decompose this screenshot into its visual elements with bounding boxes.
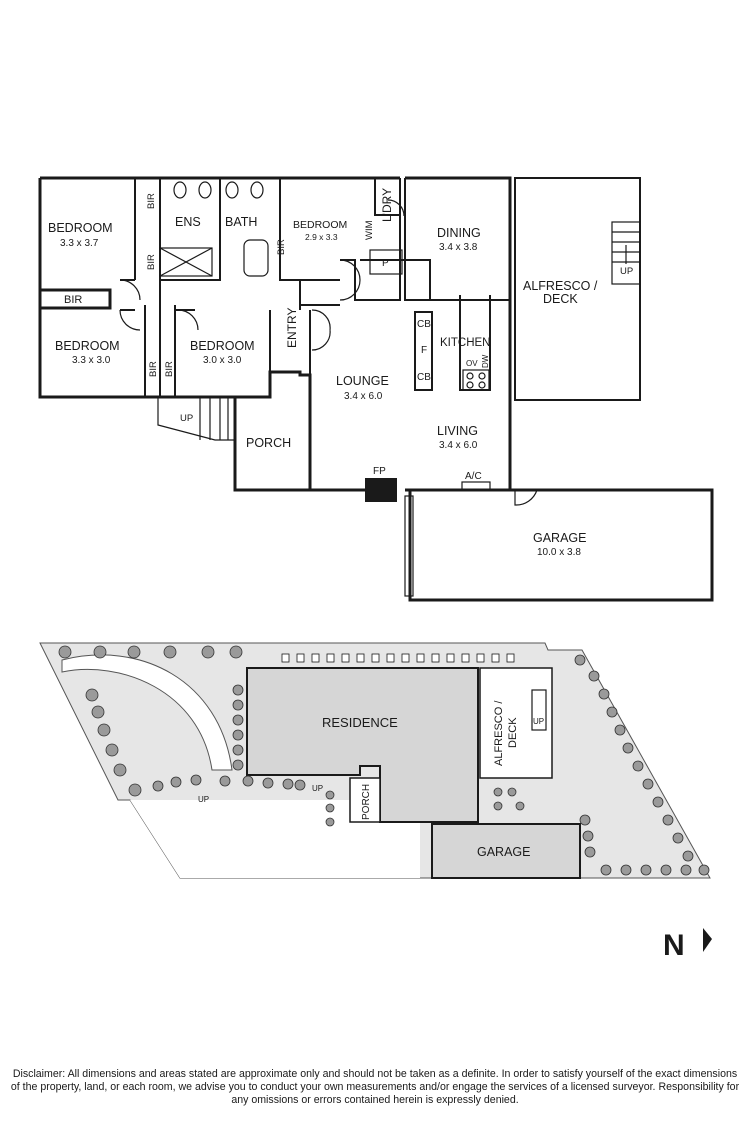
interior-walls <box>120 178 510 397</box>
lounge-label: LOUNGE <box>336 374 389 388</box>
garage-door <box>404 495 414 597</box>
alfresco-label: ALFRESCO / <box>523 279 598 293</box>
ov-label: OV <box>466 359 478 368</box>
ldry-label: L'DRY <box>380 188 394 222</box>
site-alfresco-label: ALFRESCO / <box>493 700 505 766</box>
driveway <box>61 654 233 771</box>
bedroom-1-size: 3.3 x 3.7 <box>60 238 99 249</box>
ens-label: ENS <box>175 215 201 229</box>
ensuite-fixtures <box>159 181 269 277</box>
cb-label-1: CB <box>417 319 431 330</box>
bir-label-5: BIR <box>148 361 159 377</box>
site-up-label-2: UP <box>312 784 323 793</box>
cooktop-icon <box>462 369 490 391</box>
deck-label: DECK <box>543 292 578 306</box>
cb-label-2: CB <box>417 372 431 383</box>
bedroom-1-label: BEDROOM <box>48 221 113 235</box>
paving-row <box>281 653 515 663</box>
alfresco-deck-outline <box>514 177 641 401</box>
north-label: N <box>663 929 685 962</box>
entry-up-label: UP <box>180 413 193 424</box>
entry-label: ENTRY <box>285 308 299 348</box>
lounge-size: 3.4 x 6.0 <box>344 391 383 402</box>
porch-label: PORCH <box>246 436 291 450</box>
bir-label-4: BIR <box>64 294 82 306</box>
site-garage <box>431 823 581 879</box>
bir-label-3: BIR <box>276 239 287 255</box>
living-size: 3.4 x 6.0 <box>439 440 478 451</box>
residence-footprint <box>246 667 479 823</box>
site-garage-label: GARAGE <box>477 845 531 859</box>
site-up-label-3: UP <box>533 717 544 726</box>
bedroom-2-size: 2.9 x 3.3 <box>305 232 338 242</box>
north-arrow: N <box>663 928 712 962</box>
bir-label-6: BIR <box>164 361 175 377</box>
dw-label: DW <box>481 354 490 368</box>
fireplace <box>365 478 397 502</box>
disclaimer-text: Disclaimer: All dimensions and areas sta… <box>10 1068 740 1106</box>
pantry-cupboard <box>369 249 403 275</box>
bedroom-3-label: BEDROOM <box>55 339 120 353</box>
bedroom-4-label: BEDROOM <box>190 339 255 353</box>
dining-size: 3.4 x 3.8 <box>439 242 478 253</box>
garage-walls <box>408 488 714 602</box>
kitchen-label: KITCHEN <box>440 337 490 349</box>
front-yard <box>130 800 420 878</box>
fridge-label: F <box>421 345 427 356</box>
ac-label: A/C <box>465 471 482 482</box>
garage-side-door-swing <box>514 489 538 506</box>
wim-label: WIM <box>364 220 375 240</box>
site-residence-label: RESIDENCE <box>322 715 398 730</box>
bedroom-2-label: BEDROOM <box>293 219 347 231</box>
shrubs <box>58 645 710 876</box>
site-porch <box>349 777 381 823</box>
site-alfresco <box>479 667 553 779</box>
bir-label-2: BIR <box>146 254 157 270</box>
site-plan: RESIDENCE ALFRESCO / DECK PORCH GARAGE U… <box>39 642 711 879</box>
site-deck-stairs <box>531 689 547 731</box>
garage-size: 10.0 x 3.8 <box>537 547 581 558</box>
pantry-label: P <box>382 258 389 269</box>
bedroom-4-size: 3.0 x 3.0 <box>203 355 242 366</box>
deck-stairs <box>611 221 641 285</box>
bedroom-3-size: 3.3 x 3.0 <box>72 355 111 366</box>
site-porch-label: PORCH <box>361 784 372 820</box>
door-swings <box>119 199 405 351</box>
floor-plan: BEDROOM 3.3 x 3.7 ENS BATH BEDROOM 2.9 x… <box>38 176 714 602</box>
fp-label: FP <box>373 466 386 477</box>
deck-up-label: UP <box>620 266 633 277</box>
garage-label: GARAGE <box>533 531 587 545</box>
site-deck-label: DECK <box>507 717 519 748</box>
dining-label: DINING <box>437 226 481 240</box>
north-arrow-icon <box>703 928 712 952</box>
living-label: LIVING <box>437 424 478 438</box>
bir-label-1: BIR <box>146 193 157 209</box>
entry-stairs <box>157 397 235 441</box>
bath-label: BATH <box>225 215 257 229</box>
site-up-label-1: UP <box>198 795 209 804</box>
